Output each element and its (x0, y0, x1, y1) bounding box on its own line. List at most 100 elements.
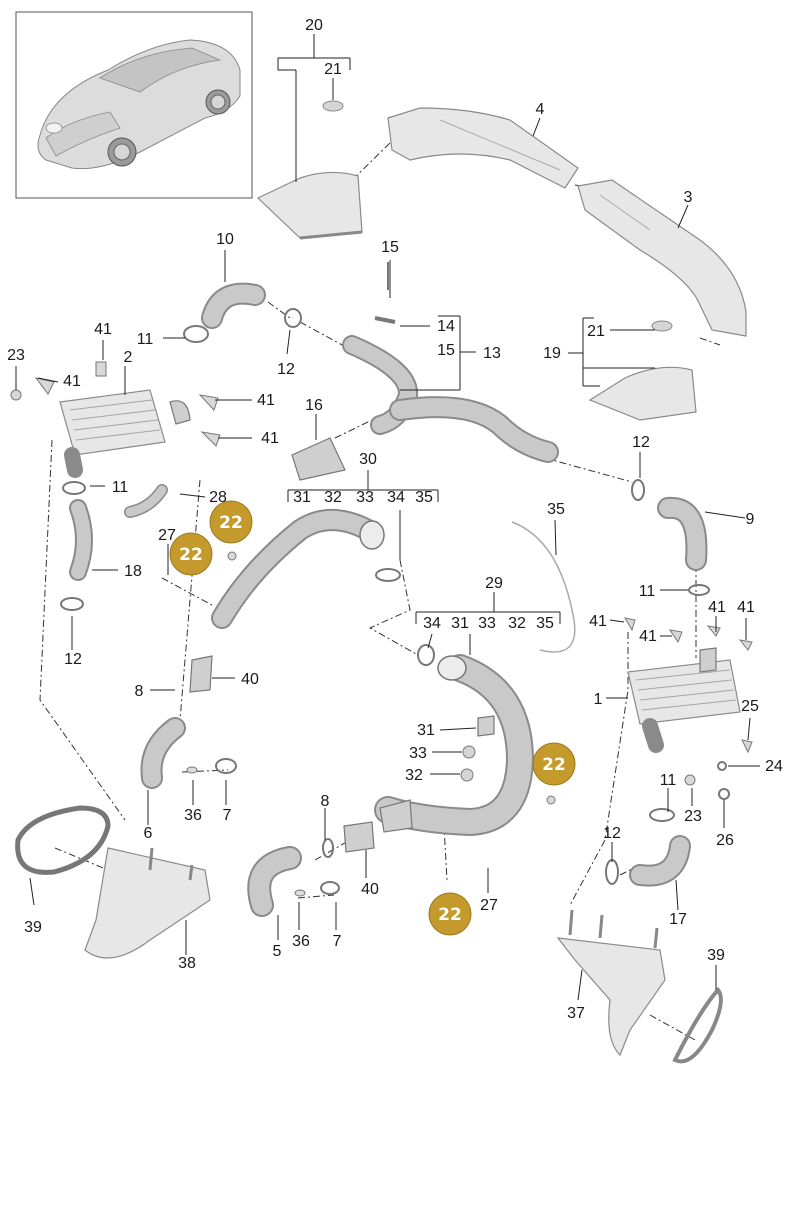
svg-text:22: 22 (438, 905, 462, 925)
callout-41: 41 (261, 430, 279, 447)
part-bracket-20 (256, 100, 363, 240)
callout-34: 34 (387, 489, 405, 506)
small-fasteners (10, 361, 753, 805)
callout-10: 10 (216, 231, 234, 248)
callout-20: 20 (305, 17, 323, 34)
callout-17: 17 (669, 911, 687, 928)
callout-37: 37 (567, 1005, 585, 1022)
callout-36: 36 (292, 933, 310, 950)
callout-41: 41 (737, 599, 755, 616)
part-bracket-19 (588, 320, 697, 421)
callout-30: 30 (359, 451, 377, 468)
part-dv-hose-35 (511, 521, 576, 653)
callout-27: 27 (480, 897, 498, 914)
callout-24: 24 (765, 758, 783, 775)
callout-19: 19 (543, 345, 561, 362)
callout-23: 23 (684, 808, 702, 825)
callout-21: 21 (324, 61, 342, 78)
svg-text:22: 22 (219, 513, 243, 533)
callout-12: 12 (64, 651, 82, 668)
callout-41: 41 (94, 321, 112, 338)
callout-14: 14 (437, 318, 455, 335)
callout-35: 35 (547, 501, 565, 518)
callout-9: 9 (746, 511, 755, 528)
callout-35: 35 (415, 489, 433, 506)
badge-22-c: 22 (532, 742, 576, 786)
part-air-duct-4 (387, 107, 579, 189)
vehicle-thumbnail (15, 11, 253, 199)
callout-11: 11 (660, 772, 677, 789)
part-intercooler-1 (627, 647, 741, 753)
part-airbox-38 (84, 847, 211, 959)
part-sleeve-40b (322, 821, 375, 858)
callout-12: 12 (603, 825, 621, 842)
callout-41: 41 (708, 599, 726, 616)
callout-41: 41 (257, 392, 275, 409)
callout-21: 21 (587, 323, 605, 340)
callout-11: 11 (112, 479, 129, 496)
callout-7: 7 (333, 933, 342, 950)
callout-31: 31 (451, 615, 469, 632)
part-airbox-37 (556, 909, 666, 1057)
callout-31: 31 (293, 489, 311, 506)
part-hose-9 (631, 479, 710, 596)
callout-32: 32 (405, 767, 423, 784)
callout-25: 25 (741, 698, 759, 715)
part-elbow-6 (140, 717, 237, 789)
part-charge-pipe-30 (211, 509, 401, 629)
callout-33: 33 (478, 615, 496, 632)
badge-22-d: 22 (428, 892, 472, 936)
part-seal-39a (15, 805, 111, 875)
callout-41: 41 (639, 628, 657, 645)
part-hose-18 (60, 481, 93, 611)
part-hose-28 (124, 484, 168, 518)
part-sleeve-40a (189, 655, 213, 693)
callout-11: 11 (137, 331, 154, 348)
callout-33: 33 (409, 745, 427, 762)
part-sleeve-16 (291, 437, 346, 481)
callout-35: 35 (536, 615, 554, 632)
callout-32: 32 (324, 489, 342, 506)
callout-12: 12 (277, 361, 295, 378)
part-elbow-5 (247, 846, 340, 917)
callout-27: 27 (158, 527, 176, 544)
callout-12: 12 (632, 434, 650, 451)
callout-29: 29 (485, 575, 503, 592)
part-seal-39b (672, 986, 723, 1064)
callout-6: 6 (144, 825, 153, 842)
leader-lines (15, 34, 760, 1001)
callout-28: 28 (209, 489, 227, 506)
part-charge-pipe-29 (374, 644, 535, 837)
badge-22-a: 22 (209, 500, 253, 544)
callout-1: 1 (594, 691, 603, 708)
part-intercooler-2 (59, 389, 191, 478)
callout-31: 31 (417, 722, 435, 739)
callout-41: 41 (589, 613, 607, 630)
callout-18: 18 (124, 563, 142, 580)
svg-text:22: 22 (179, 545, 203, 565)
part-charge-pipe-13 (342, 262, 559, 463)
callout-36: 36 (184, 807, 202, 824)
callout-33: 33 (356, 489, 374, 506)
callout-26: 26 (716, 832, 734, 849)
callout-13: 13 (483, 345, 501, 362)
badge-22-b: 22 (169, 532, 213, 576)
callout-labels: 20 21 4 3 21 19 10 15 14 15 13 11 12 41 … (7, 17, 783, 1022)
callout-39: 39 (24, 919, 42, 936)
callout-39: 39 (707, 947, 725, 964)
part-air-duct-3 (577, 179, 747, 337)
part-hose-17 (605, 808, 691, 887)
callout-7: 7 (223, 807, 232, 824)
callout-23: 23 (7, 347, 25, 364)
part-hose-10 (183, 282, 302, 343)
callout-32: 32 (508, 615, 526, 632)
callout-16: 16 (305, 397, 323, 414)
callout-40: 40 (361, 881, 379, 898)
callout-41: 41 (63, 373, 81, 390)
callout-8: 8 (321, 793, 330, 810)
callout-15: 15 (381, 239, 399, 256)
callout-4: 4 (536, 101, 545, 118)
callout-34: 34 (423, 615, 441, 632)
callout-2: 2 (124, 349, 133, 366)
part-valve-31 (460, 715, 495, 782)
